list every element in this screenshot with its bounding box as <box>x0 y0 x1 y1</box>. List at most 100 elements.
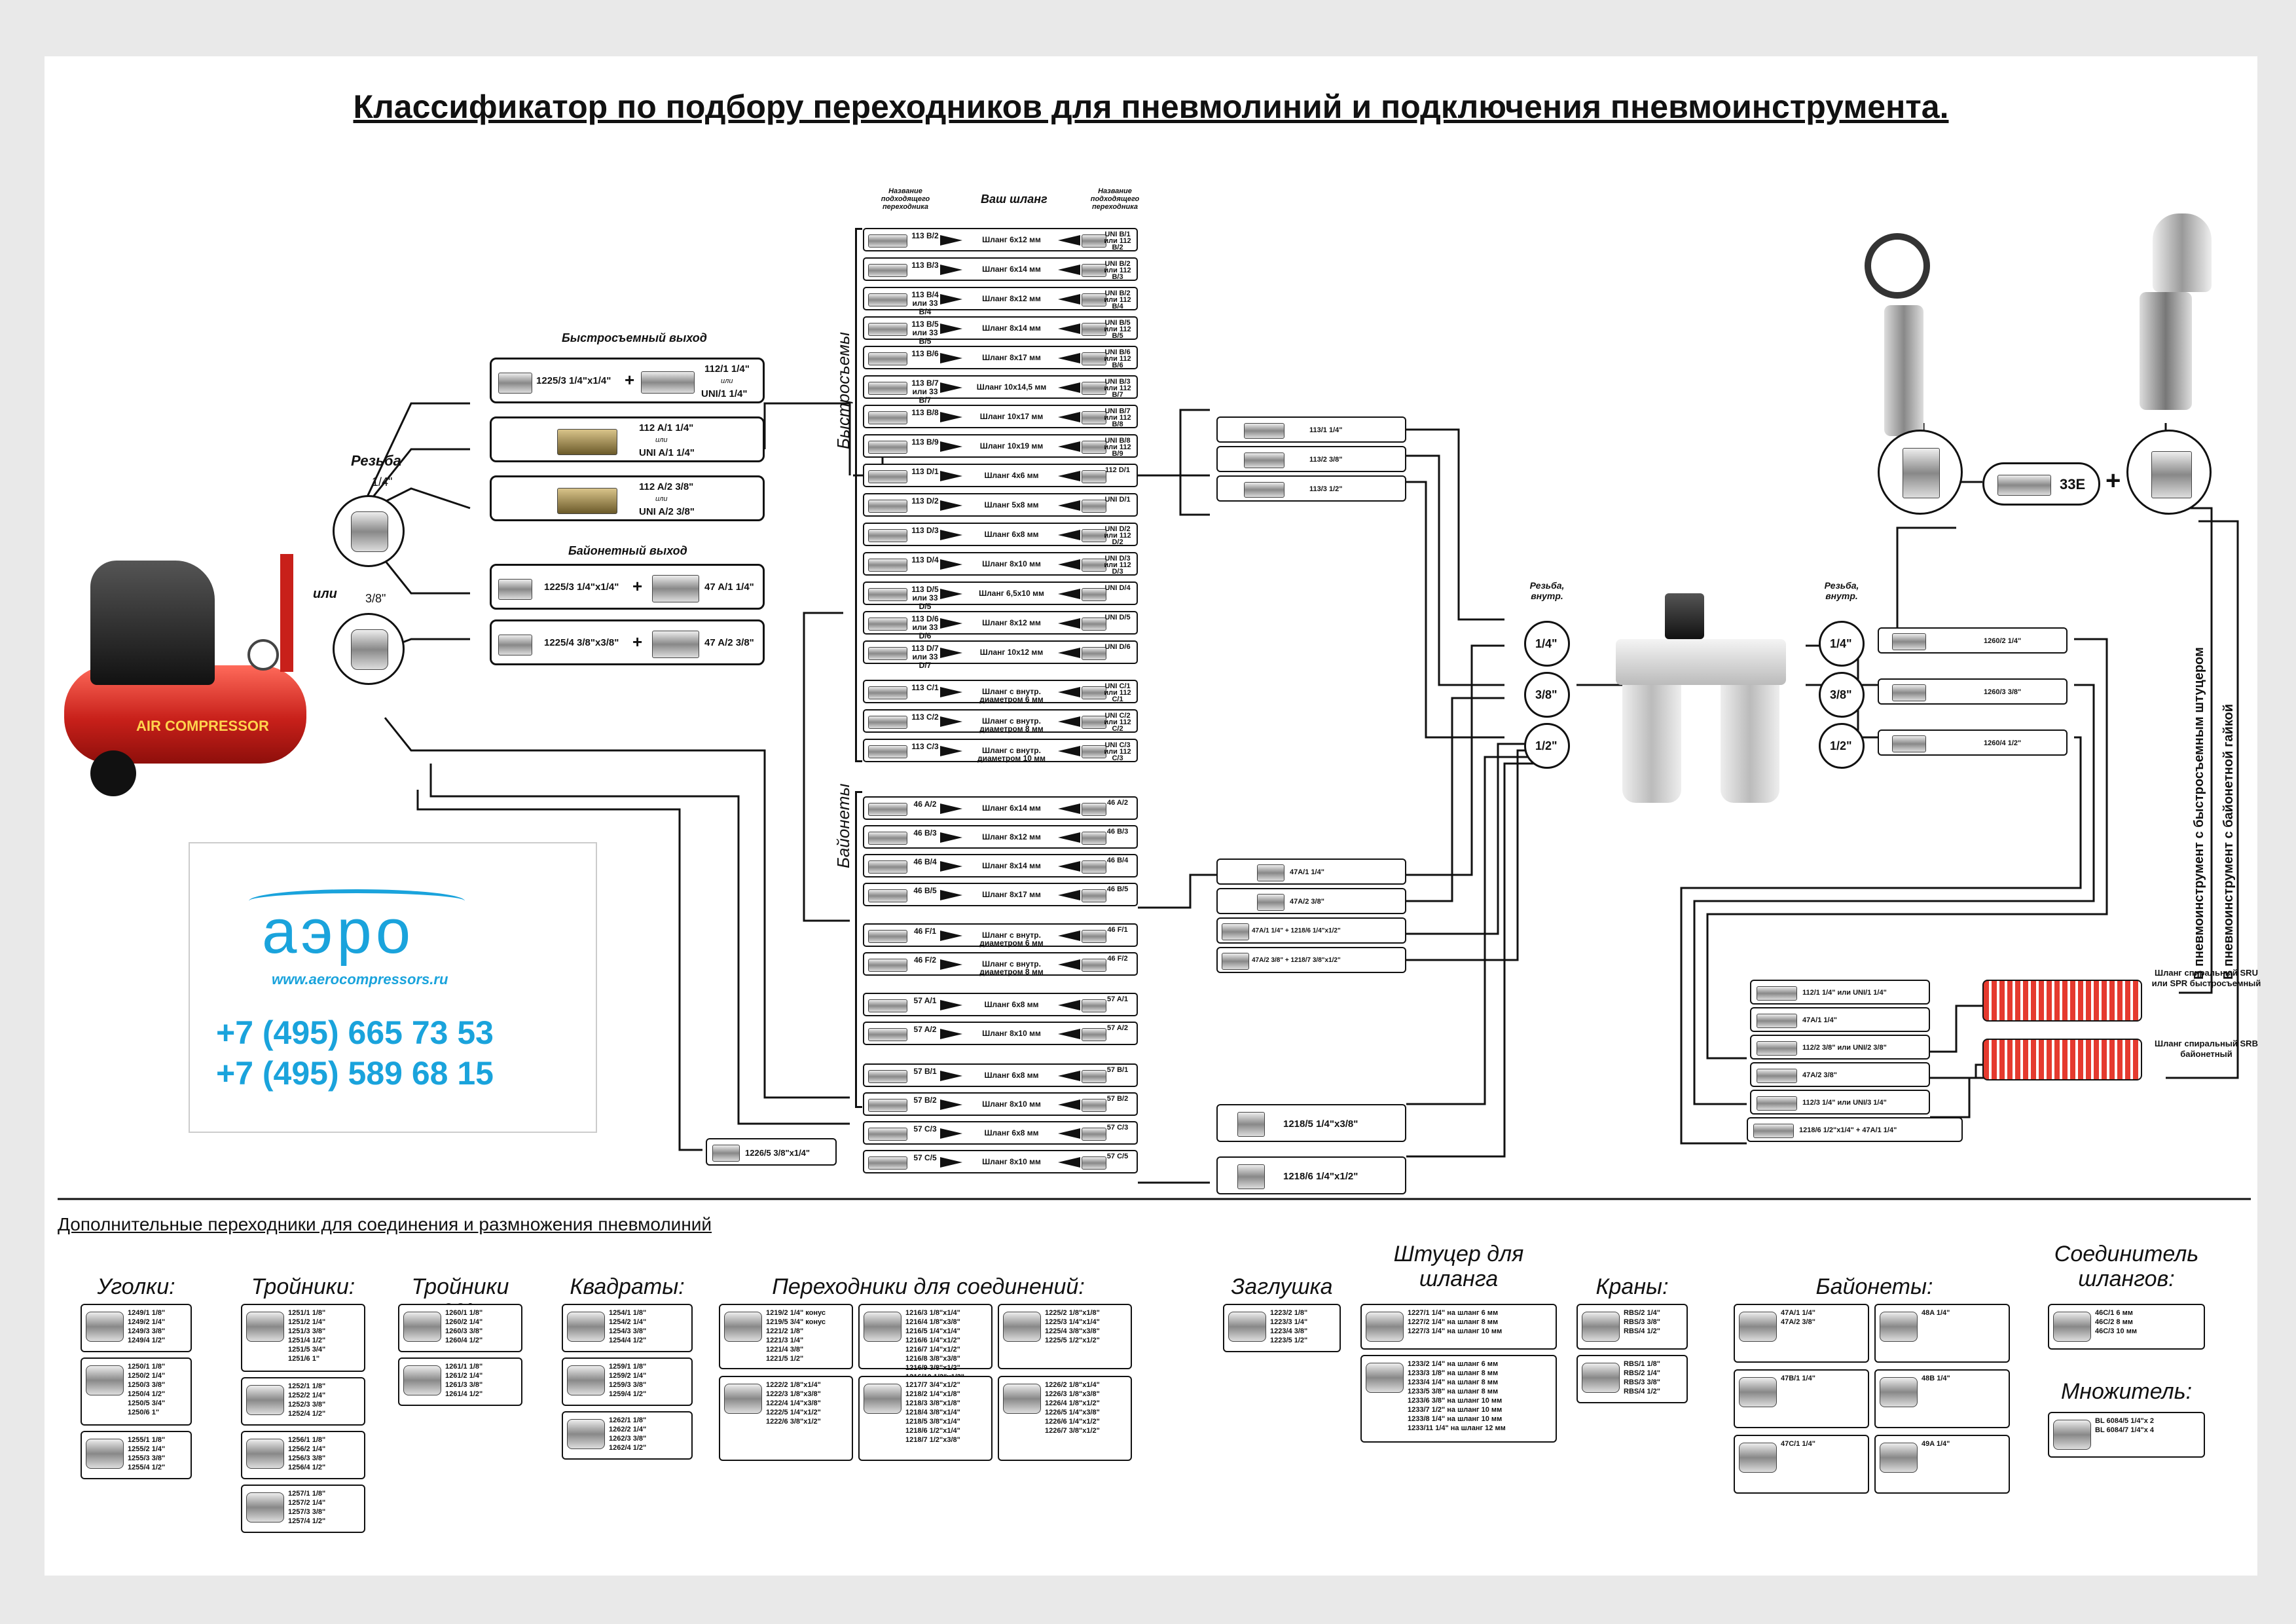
part-box: 47C/1 1/4" <box>1734 1435 1869 1494</box>
row-right-code: 112 D/1 <box>1105 466 1130 474</box>
right-stack-label: 112/1 1/4" или UNI/1 1/4" <box>1802 989 1887 997</box>
arrow-left-icon <box>1058 235 1080 246</box>
row-code: 46 B/4 <box>913 857 937 866</box>
nipple-icon <box>351 511 388 552</box>
right-stack-box: 47A/2 3/8" <box>1750 1062 1930 1087</box>
nipple-icon <box>1082 588 1106 601</box>
coupler-icon <box>868 470 907 483</box>
arrow-right-icon <box>940 931 962 941</box>
outlet-left: 1225/3 1/4"x1/4" <box>536 375 611 386</box>
fitting-icon <box>246 1439 284 1469</box>
arrow-left-icon <box>1058 559 1080 570</box>
part-label: 1256/2 1/4" <box>288 1445 326 1453</box>
arrow-left-icon <box>1058 716 1080 727</box>
part-label: 1250/4 1/2" <box>128 1390 166 1398</box>
part-box: 1249/1 1/8"1249/2 1/4"1249/3 3/8"1249/4 … <box>81 1304 192 1352</box>
arrow-right-icon <box>940 235 962 246</box>
arrow-left-icon <box>1058 687 1080 697</box>
part-label: 1226/6 1/4"x1/2" <box>1045 1418 1100 1426</box>
part-label: 1218/5 3/8"x1/4" <box>905 1418 960 1426</box>
row-code: 113 B/4 или 33 B/4 <box>911 290 939 316</box>
vertical-bayonet-label: В пневмоинструмент с байонетной гайкой <box>2221 703 2236 980</box>
tool-link-label: 33E <box>2060 476 2086 492</box>
arrow-right-icon <box>940 716 962 727</box>
row-right-code: 46 B/5 <box>1106 885 1129 893</box>
fitting-icon <box>1582 1312 1620 1342</box>
arrow-right-icon <box>940 803 962 814</box>
part-label: 1255/1 1/8" <box>128 1436 166 1444</box>
arrow-right-icon <box>940 959 962 970</box>
part-label: 1216/5 1/4"x1/4" <box>905 1327 960 1335</box>
part-label: 1256/3 3/8" <box>288 1454 326 1462</box>
mid-adapter-label: 1218/5 1/4"x3/8" <box>1283 1118 1358 1130</box>
nipple-icon <box>1082 618 1106 631</box>
part-label: 1219/5 3/4" конус <box>766 1318 826 1326</box>
right-fitting-box: 1260/4 1/2" <box>1878 729 2068 756</box>
tool-coupler-circle <box>1878 430 1963 515</box>
part-label: 48B 1/4" <box>1922 1375 1950 1382</box>
thread-inner-circle: 3/8" <box>1524 672 1570 718</box>
mid-quick-box: 113/3 1/2" <box>1216 475 1406 502</box>
bayonet-bracket <box>855 791 862 1108</box>
part-label: 1223/2 1/8" <box>1270 1309 1308 1317</box>
thread-inner-label-right: Резьба, внутр. <box>1824 580 1859 601</box>
arrow-right-icon <box>940 1128 962 1139</box>
part-label: 1227/3 1/4" на шланг 10 мм <box>1408 1327 1503 1335</box>
part-label: 1257/2 1/4" <box>288 1499 326 1507</box>
row-hose: Шланг 8х17 мм <box>982 890 1041 899</box>
part-label: 1250/1 1/8" <box>128 1363 166 1371</box>
fitting-icon <box>1003 1384 1041 1414</box>
part-box: 1252/1 1/8"1252/2 1/4"1252/3 3/8"1252/4 … <box>241 1377 365 1426</box>
nipple-icon <box>1082 323 1106 336</box>
part-label: 1257/1 1/8" <box>288 1490 326 1498</box>
part-label: 1226/4 1/8"x1/2" <box>1045 1399 1100 1407</box>
part-label: 1259/2 1/4" <box>609 1372 647 1380</box>
spray-gun-image <box>2100 213 2244 456</box>
fitting-icon <box>86 1365 124 1395</box>
section-title: Переходники для соединений: <box>772 1274 1085 1299</box>
coupler-icon <box>868 1156 907 1170</box>
part-label: 1226/2 1/8"x1/4" <box>1045 1381 1100 1389</box>
row-right-code: UNI B/2 или 112 B/3 <box>1104 260 1131 281</box>
coupler-icon <box>557 488 617 514</box>
part-label: RBS/4 1/2" <box>1624 1388 1660 1395</box>
row-hose: Шланг 6х8 мм <box>984 1000 1039 1009</box>
right-fitting-label: 1260/3 3/8" <box>1984 688 2022 696</box>
arrow-right-icon <box>940 265 962 275</box>
fitting-icon <box>864 1384 902 1414</box>
outlet-right2: UNI A/2 3/8" <box>639 506 695 517</box>
adapter-icon <box>1892 735 1926 752</box>
adapter-icon <box>1237 1164 1265 1189</box>
outlet-box: 112 A/1 1/4" или UNI A/1 1/4" <box>490 416 765 462</box>
outlet-box: 1225/4 3/8"x3/8" + 47 A/2 3/8" <box>490 619 765 665</box>
part-box: 1222/2 1/8"x1/4"1222/3 1/8"x3/8"1222/4 1… <box>719 1376 853 1461</box>
nipple-icon <box>1082 559 1106 572</box>
row-hose: Шланг 6х14 мм <box>982 265 1041 274</box>
part-label: 1251/5 3/4" <box>288 1346 326 1354</box>
right-stack-box: 112/3 1/4" или UNI/3 1/4" <box>1750 1090 1930 1115</box>
arrow-right-icon <box>940 323 962 334</box>
row-code: 113 B/6 <box>911 349 939 358</box>
part-label: 1255/4 1/2" <box>128 1464 166 1471</box>
part-box: 1260/1 1/8"1260/2 1/4"1260/3 3/8"1260/4 … <box>398 1304 522 1352</box>
row-hose: Шланг 8х14 мм <box>982 323 1041 333</box>
coupler-icon <box>868 559 907 572</box>
coupler-icon <box>868 1128 907 1141</box>
thread-inner-size: 1/2" <box>1830 739 1852 752</box>
part-label: 1233/2 1/4" на шланг 6 мм <box>1408 1360 1499 1368</box>
nipple-icon <box>1082 470 1106 483</box>
mid-bayonet-box: 47A/1 1/4" <box>1216 858 1406 885</box>
coupler-icon <box>868 930 907 943</box>
row-code: 46 F/2 <box>913 955 937 965</box>
outlet-or: или <box>721 377 733 385</box>
part-box: 1250/1 1/8"1250/2 1/4"1250/3 3/8"1250/4 … <box>81 1357 192 1426</box>
nipple-icon <box>1082 999 1106 1012</box>
part-label: 1233/7 1/2" на шланг 10 мм <box>1408 1406 1503 1414</box>
arrow-left-icon <box>1058 832 1080 843</box>
